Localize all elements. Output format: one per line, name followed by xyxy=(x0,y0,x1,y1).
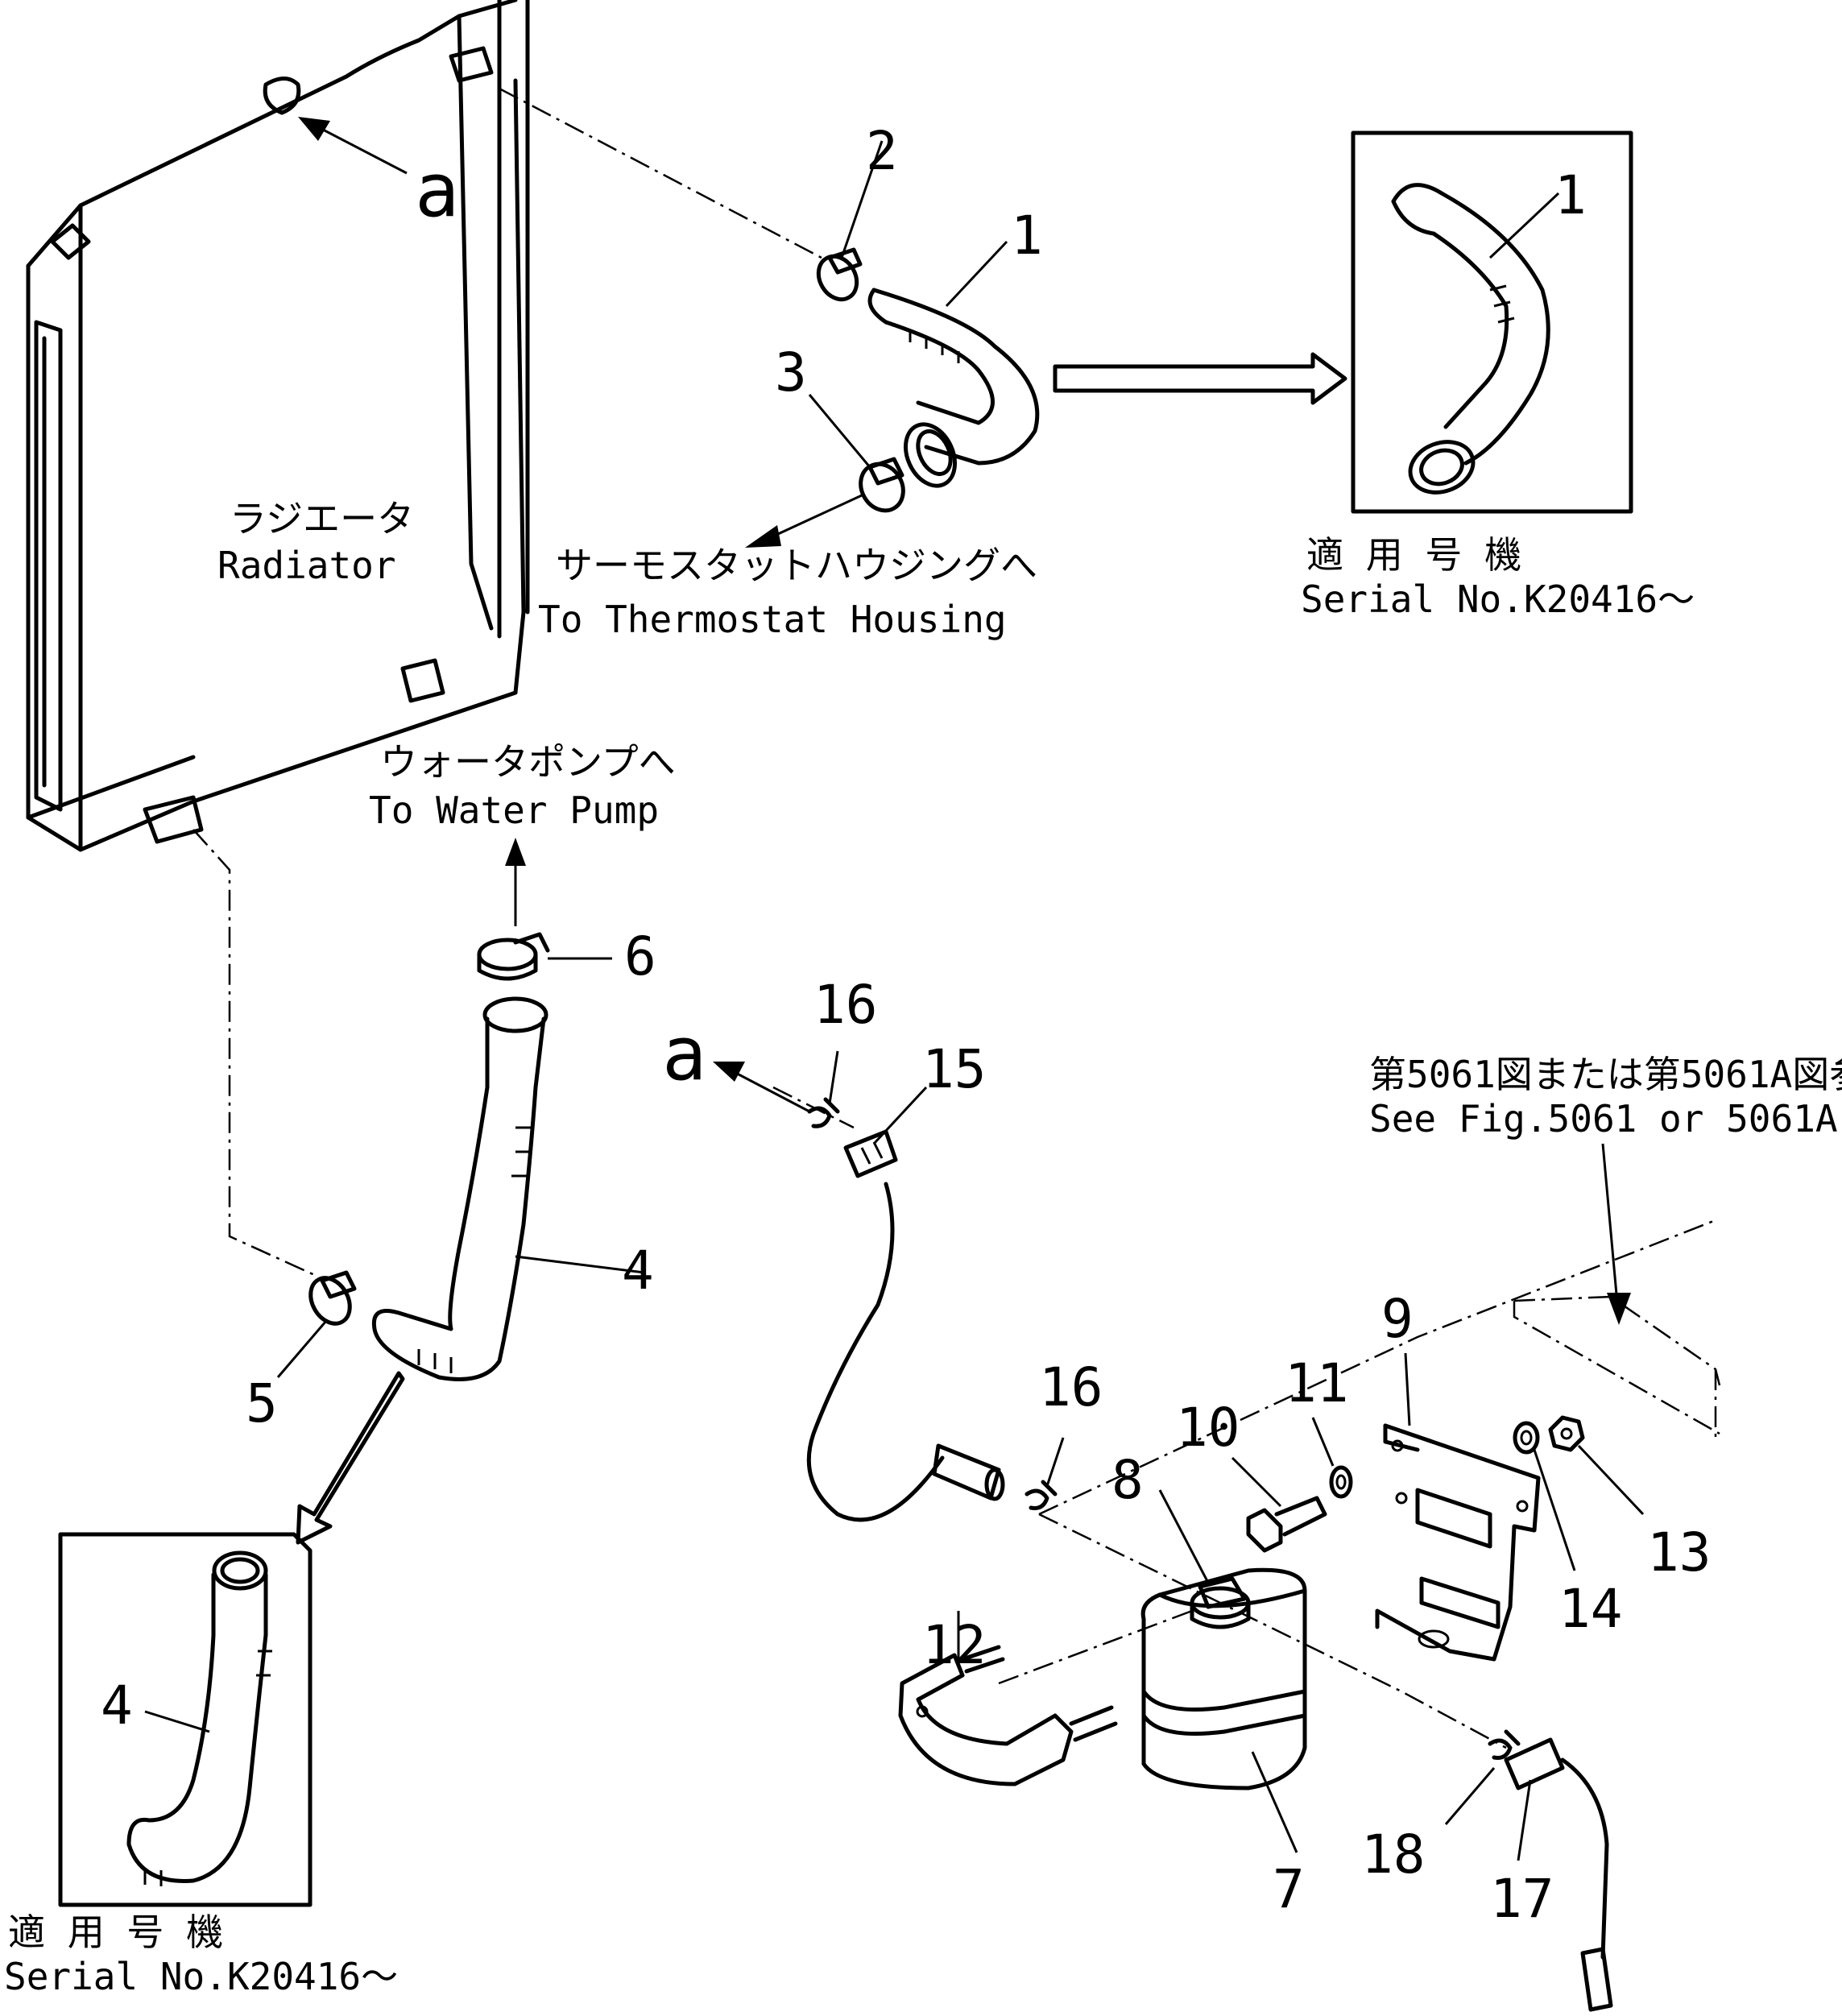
callout-2: 2 xyxy=(866,120,898,182)
tube-15-end xyxy=(932,1443,1005,1501)
bolt-10 xyxy=(1246,1496,1327,1553)
callout-14: 14 xyxy=(1558,1578,1622,1640)
clamp-6 xyxy=(477,932,550,981)
radiator-label-en: Radiator xyxy=(217,544,396,587)
callout-12: 12 xyxy=(922,1614,986,1676)
callout-4: 4 xyxy=(622,1240,654,1302)
callout-9: 9 xyxy=(1381,1288,1414,1350)
inset-top-applicable: 適 用 号 機 xyxy=(1306,533,1521,577)
see-fig-label-en: See Fig.5061 or 5061A xyxy=(1369,1097,1838,1140)
inset-bottom: 4 xyxy=(58,1532,313,1907)
band-12 xyxy=(898,1645,1118,1786)
hose-17 xyxy=(1504,1737,1613,2012)
water-pump-label-en: To Water Pump xyxy=(369,789,659,832)
clip-18 xyxy=(1488,1729,1521,1760)
inset-bottom-applicable: 適 用 号 機 xyxy=(8,1910,223,1954)
frame-reference xyxy=(1513,1295,1721,1442)
inset-top-serial: Serial No.K20416～ xyxy=(1301,577,1695,621)
callout-18: 18 xyxy=(1361,1824,1425,1886)
clamp-5 xyxy=(308,1270,357,1326)
hose-4 xyxy=(371,996,548,1381)
callout-13: 13 xyxy=(1647,1521,1711,1583)
callout-3: 3 xyxy=(775,342,807,404)
phantom-lines xyxy=(192,87,1716,1749)
callout-5: 5 xyxy=(246,1372,278,1434)
inset-top: 1 xyxy=(1351,130,1633,514)
callout-7: 7 xyxy=(1273,1858,1305,1920)
hose-1 xyxy=(867,288,1040,488)
clamp-3 xyxy=(859,457,905,513)
clamp-2 xyxy=(816,247,863,302)
washer-14 xyxy=(1513,1421,1540,1455)
clip-16-lower xyxy=(1024,1480,1058,1510)
washer-11 xyxy=(1329,1465,1353,1499)
callout-8: 8 xyxy=(1111,1449,1144,1511)
ref-letter-top: a xyxy=(415,147,459,234)
callout-17: 17 xyxy=(1490,1868,1554,1930)
thermostat-label-jp: サーモスタットハウジングへ xyxy=(556,544,1037,587)
callout-15: 15 xyxy=(922,1038,986,1100)
callout-1-inset: 1 xyxy=(1554,164,1587,226)
ref-letter-mid: a xyxy=(662,1011,706,1097)
thermostat-label-en: To Thermostat Housing xyxy=(538,598,1007,641)
callout-16-upper: 16 xyxy=(813,974,877,1036)
callout-16-lower: 16 xyxy=(1039,1356,1103,1418)
callout-11: 11 xyxy=(1285,1352,1348,1414)
see-fig-label-jp: 第5061図または第5061A図参照 xyxy=(1369,1053,1842,1096)
callout-1: 1 xyxy=(1011,205,1043,267)
callout-10: 10 xyxy=(1176,1397,1240,1459)
nut-13 xyxy=(1548,1415,1585,1452)
callout-6: 6 xyxy=(624,925,656,987)
cap-8 xyxy=(1190,1576,1251,1629)
radiator-label-jp: ラジエータ xyxy=(230,497,414,540)
callout-4-inset: 4 xyxy=(101,1674,133,1737)
bracket-9 xyxy=(1375,1423,1541,1662)
clip-16-upper xyxy=(807,1097,840,1128)
tube-15 xyxy=(806,1129,945,1522)
inset-bottom-serial: Serial No.K20416～ xyxy=(4,1955,398,1998)
water-pump-label-jp: ウォータポンプへ xyxy=(380,740,676,784)
radiator: a ラジエータ Radiator xyxy=(26,0,530,852)
